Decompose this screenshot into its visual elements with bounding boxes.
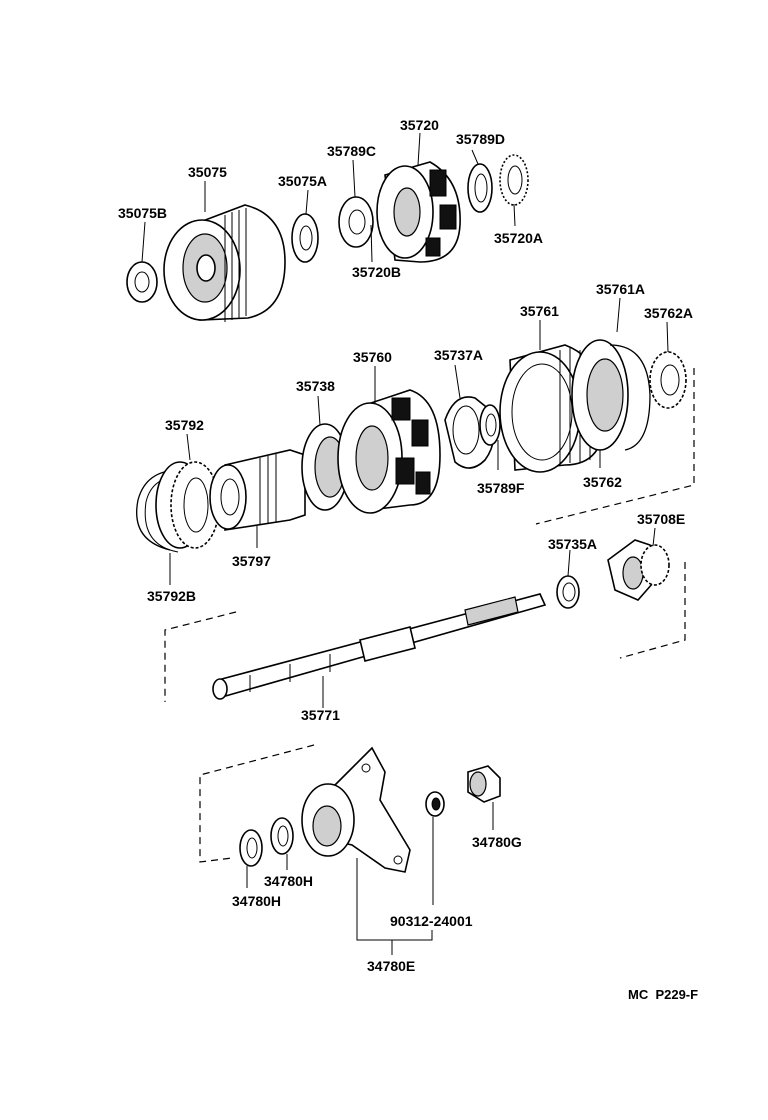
snap-ring-35761a xyxy=(609,344,651,451)
label-35789d: 35789D xyxy=(456,131,505,147)
label-35738: 35738 xyxy=(296,378,335,394)
washer-34780h-b xyxy=(270,817,294,855)
label-35761: 35761 xyxy=(520,303,559,319)
label-35075: 35075 xyxy=(188,164,227,180)
label-35760: 35760 xyxy=(353,349,392,365)
ring-35762 xyxy=(571,339,629,451)
nut-34780g xyxy=(467,765,501,803)
label-35720a: 35720A xyxy=(494,230,543,246)
seal-90312 xyxy=(425,791,445,817)
carrier-35720 xyxy=(376,161,461,263)
label-35797: 35797 xyxy=(232,553,271,569)
bearing-35762a xyxy=(649,351,687,409)
bearing-35720a xyxy=(499,154,529,206)
ring-35735a xyxy=(556,575,580,609)
gear-35760 xyxy=(337,389,441,514)
label-34780g: 34780G xyxy=(472,834,522,850)
race-35789d xyxy=(467,163,493,213)
label-34780e: 34780E xyxy=(367,958,415,974)
reference-code: MC P229-F xyxy=(628,987,698,1002)
ring-35738 xyxy=(301,423,349,511)
label-35762a: 35762A xyxy=(644,305,693,321)
shaft-35771 xyxy=(212,593,547,700)
washer-35075b xyxy=(126,261,158,303)
label-35075b: 35075B xyxy=(118,205,167,221)
label-35761a: 35761A xyxy=(596,281,645,297)
label-35762: 35762 xyxy=(583,474,622,490)
label-35789c: 35789C xyxy=(327,143,376,159)
label-34780h-a: 34780H xyxy=(264,873,313,889)
label-35789f: 35789F xyxy=(477,480,525,496)
bearing-35792 xyxy=(155,461,220,549)
drum-35075 xyxy=(163,204,286,322)
label-35792: 35792 xyxy=(165,417,204,433)
plate-35789c xyxy=(338,196,374,248)
label-35708e: 35708E xyxy=(637,511,685,527)
label-35735a: 35735A xyxy=(548,536,597,552)
washer-35789f xyxy=(479,404,501,446)
label-35771: 35771 xyxy=(301,707,340,723)
washer-35075a xyxy=(291,213,319,263)
label-35075a: 35075A xyxy=(278,173,327,189)
label-35720b: 35720B xyxy=(352,264,401,280)
flange-34780e xyxy=(301,746,411,873)
washer-34780h-a xyxy=(239,829,263,867)
gear-35708e xyxy=(607,539,670,601)
label-35737a: 35737A xyxy=(434,347,483,363)
label-34780h-b: 34780H xyxy=(232,893,281,909)
label-35720: 35720 xyxy=(400,117,439,133)
hub-35797 xyxy=(209,449,306,531)
label-35792b: 35792B xyxy=(147,588,196,604)
label-90312-24001: 90312-24001 xyxy=(390,913,473,929)
